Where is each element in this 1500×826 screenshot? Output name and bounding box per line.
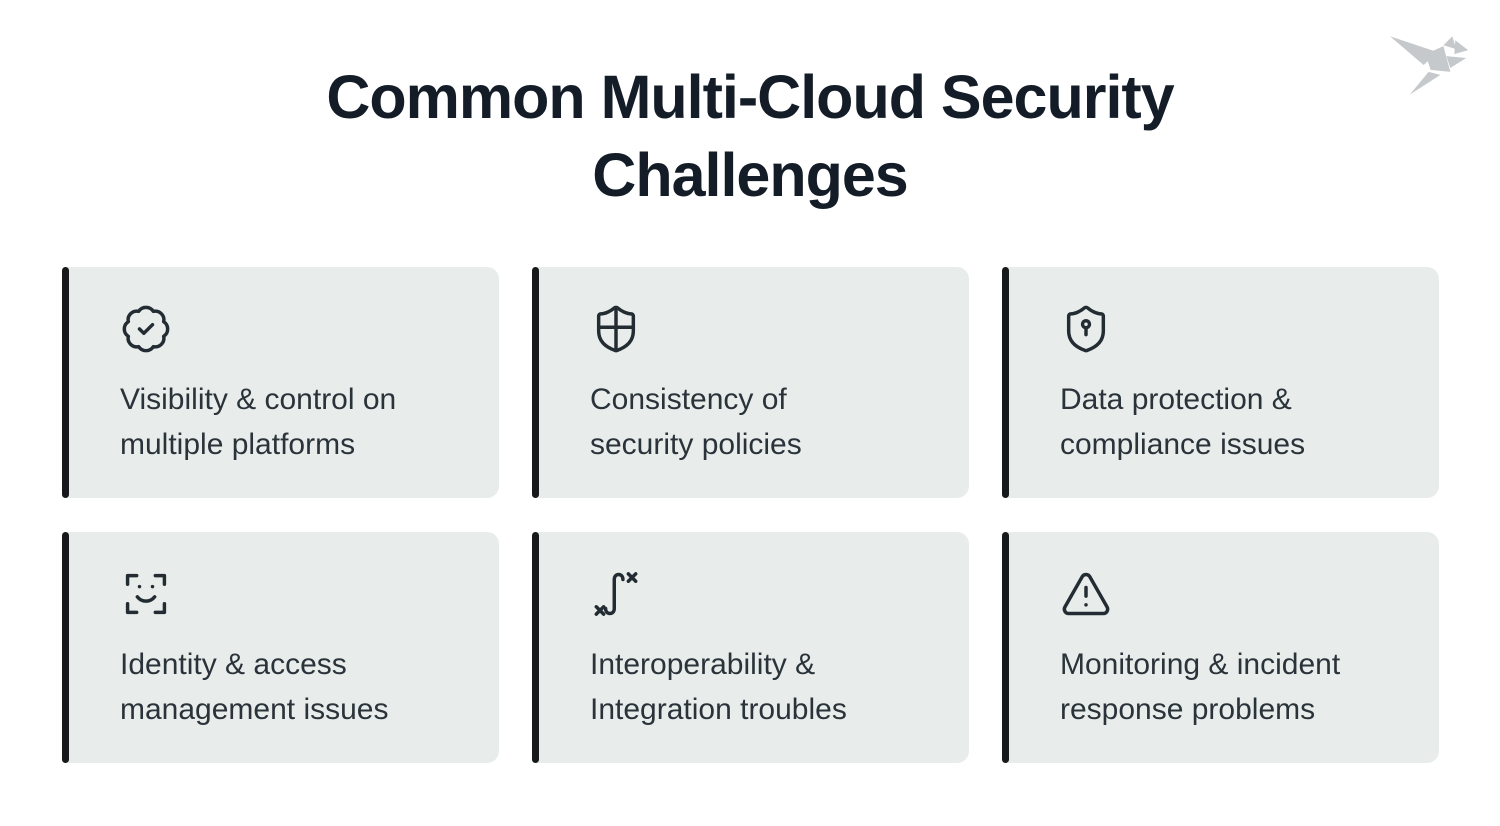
card-accent-bar [62,267,69,498]
card-consistency-policies: Consistency of security policies [532,267,969,498]
cards-grid: Visibility & control on multiple platfor… [62,267,1439,763]
card-text: Consistency of security policies [590,377,941,467]
card-text-line-1: Identity & access [120,648,347,681]
card-text: Monitoring & incident response problems [1060,642,1411,732]
shield-keyhole-icon [1060,303,1112,355]
card-text: Identity & access management issues [120,642,471,732]
card-accent-bar [1002,532,1009,763]
card-accent-bar [1002,267,1009,498]
card-text-line-1: Interoperability & [590,648,816,681]
card-text: Data protection & compliance issues [1060,377,1411,467]
card-text-line-2: security policies [590,428,802,461]
badge-check-icon [120,303,172,355]
page-title-line-1: Common Multi-Cloud Security [326,63,1174,131]
page-title: Common Multi-Cloud Security Challenges [0,58,1500,214]
card-text-line-2: compliance issues [1060,428,1306,461]
shield-quartered-icon [590,303,642,355]
card-accent-bar [532,267,539,498]
card-text: Visibility & control on multiple platfor… [120,377,471,467]
card-visibility-control: Visibility & control on multiple platfor… [62,267,499,498]
alert-triangle-icon [1060,568,1112,620]
card-text-line-2: Integration troubles [590,693,847,726]
card-text-line-1: Data protection & [1060,383,1292,416]
card-text-line-2: multiple platforms [120,428,356,461]
card-interoperability: Interoperability & Integration troubles [532,532,969,763]
origami-bird-logo [1389,36,1469,95]
card-text-line-1: Monitoring & incident [1060,648,1341,681]
face-scan-icon [120,568,172,620]
integral-icon [590,568,642,620]
card-accent-bar [62,532,69,763]
card-accent-bar [532,532,539,763]
card-text-line-2: response problems [1060,693,1316,726]
card-text: Interoperability & Integration troubles [590,642,941,732]
card-text-line-2: management issues [120,693,389,726]
card-identity-access: Identity & access management issues [62,532,499,763]
card-data-protection: Data protection & compliance issues [1002,267,1439,498]
page-title-line-2: Challenges [592,141,908,209]
card-monitoring-incident: Monitoring & incident response problems [1002,532,1439,763]
card-text-line-1: Visibility & control on [120,383,397,416]
card-text-line-1: Consistency of [590,383,787,416]
